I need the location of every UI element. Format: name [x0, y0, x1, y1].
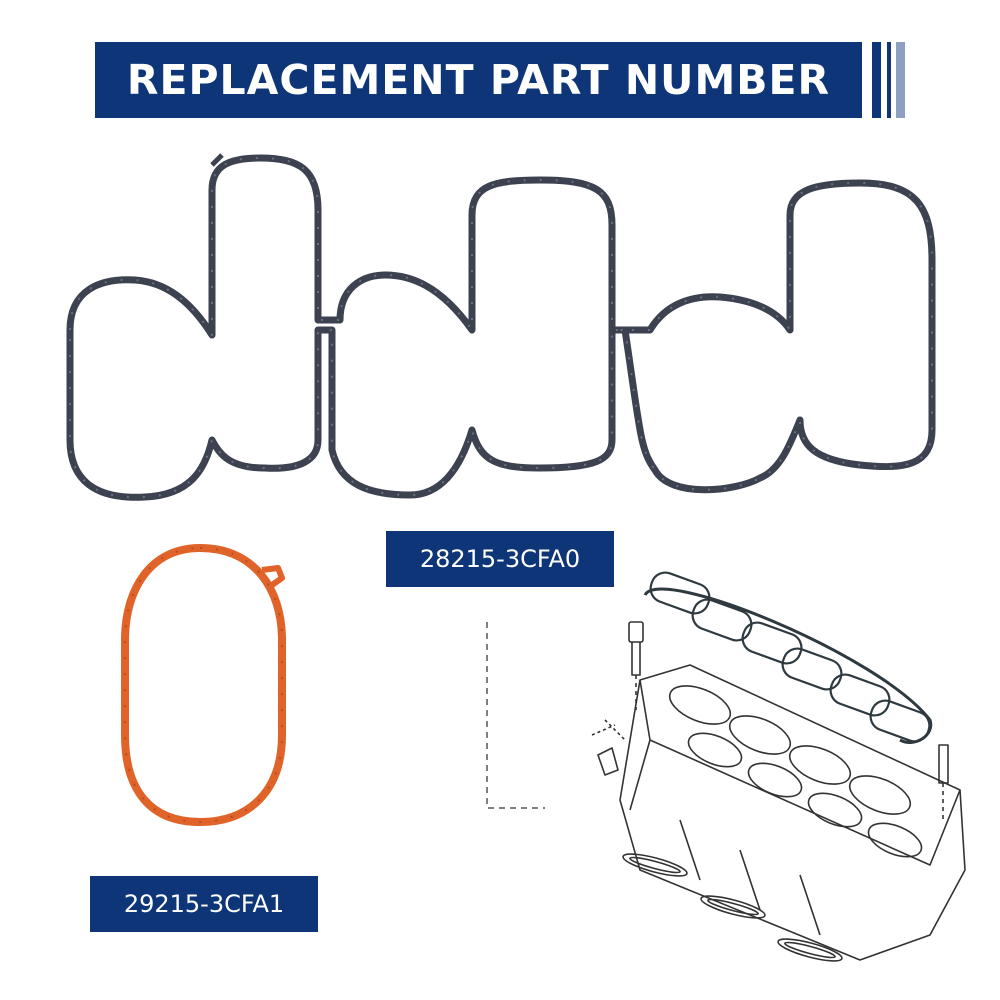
leader-line [486, 622, 545, 809]
intake-manifold-gasket-large [66, 153, 936, 501]
decorative-stripe [887, 42, 891, 118]
stud-right [938, 744, 949, 820]
intake-manifold-gasket-small [121, 544, 286, 826]
bolt-left [628, 621, 644, 710]
part-number-label-small: 29215-3CFA1 [90, 876, 318, 932]
part-number-small: 29215-3CFA1 [123, 890, 285, 918]
diagram-lower-gaskets [622, 853, 843, 962]
part-number-label-large: 28215-3CFA0 [386, 531, 614, 587]
intake-manifold-diagram [591, 571, 966, 962]
title-banner: REPLACEMENT PART NUMBER [95, 42, 862, 118]
part-number-large: 28215-3CFA0 [419, 545, 581, 573]
decorative-stripe [896, 42, 905, 118]
decorative-stripe [872, 42, 881, 118]
diagram-gasket-rings [643, 571, 933, 744]
page-title: REPLACEMENT PART NUMBER [126, 56, 831, 104]
sensor-part [591, 719, 626, 776]
